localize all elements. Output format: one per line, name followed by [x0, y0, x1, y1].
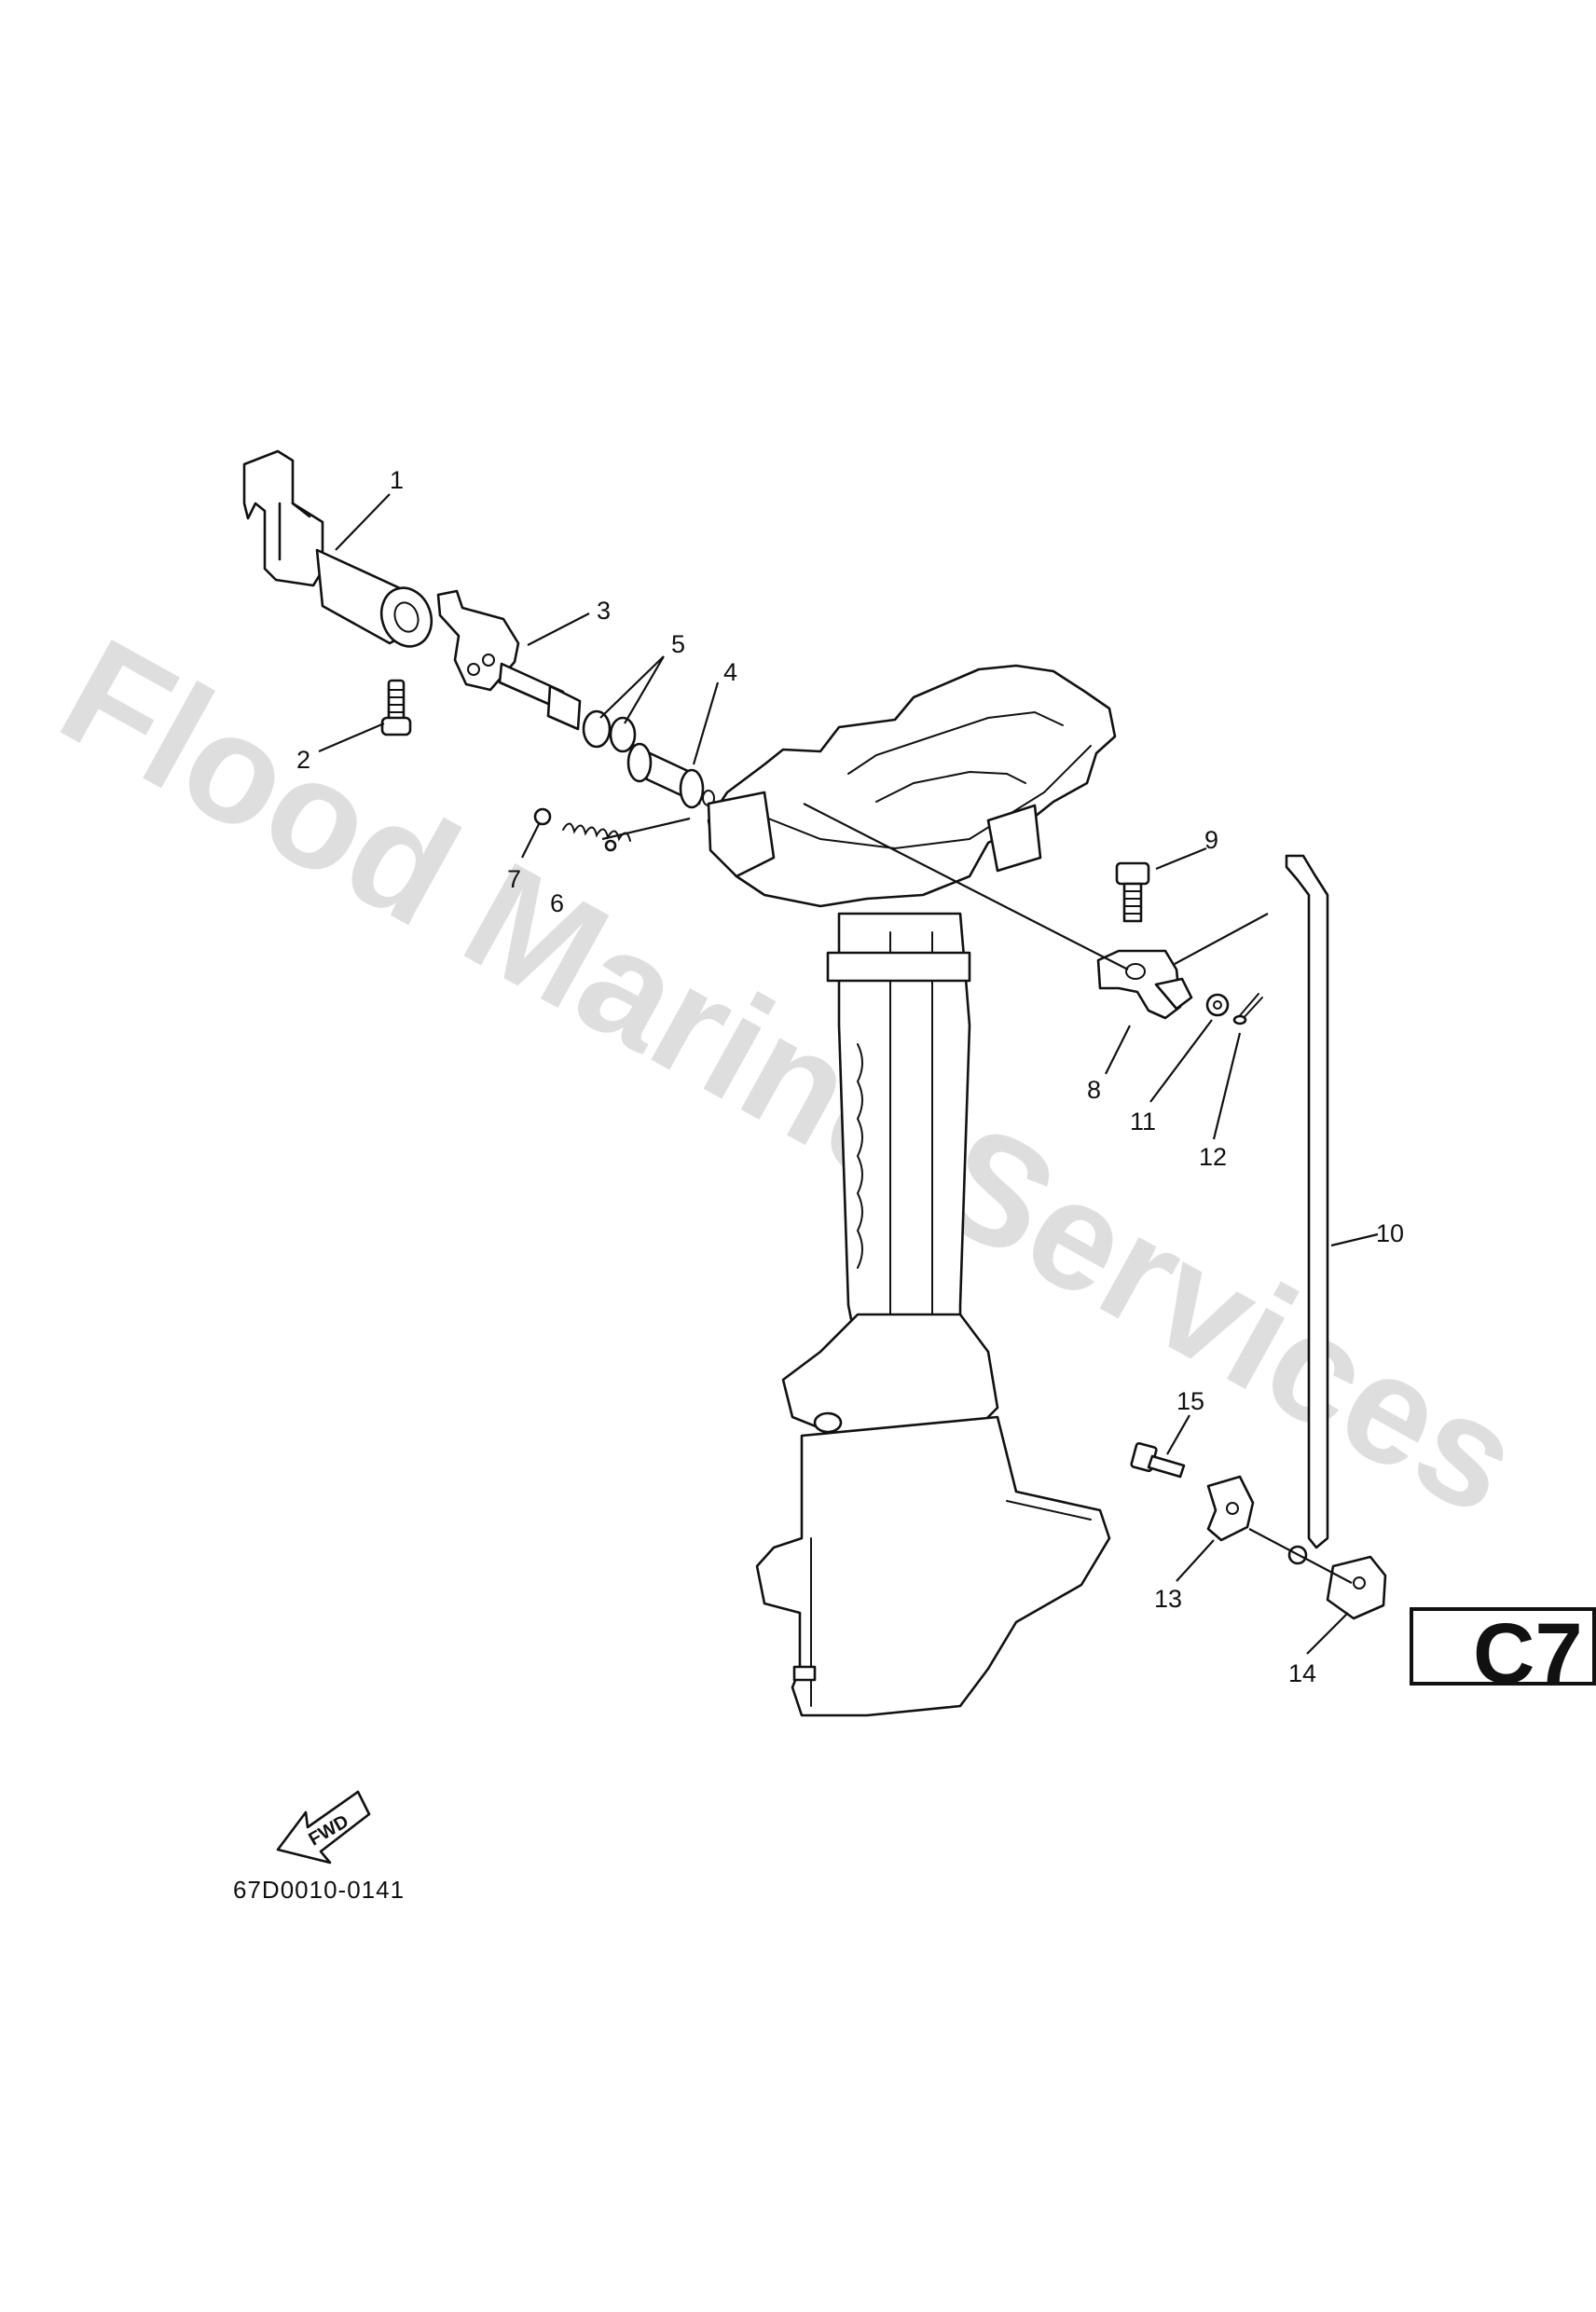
page-id: C7 — [1473, 1606, 1583, 1701]
callout-11: 11 — [1130, 1108, 1156, 1135]
page-id-box: C7 — [1410, 1606, 1596, 1701]
part-3-shift-rod — [436, 589, 582, 731]
part-7-ball — [533, 807, 552, 826]
callout-12: 12 — [1199, 1143, 1227, 1171]
callout-numbers: 1 2 3 5 4 7 6 9 8 11 12 10 15 13 14 — [296, 466, 1404, 1687]
drive-shaft-housing — [707, 664, 1117, 1717]
part-15-bolt — [1130, 1441, 1186, 1479]
figure-code: 67D0010-0141 — [233, 1876, 406, 1904]
part-11-washer — [1205, 993, 1230, 1017]
callout-2: 2 — [296, 746, 310, 774]
callout-9: 9 — [1204, 826, 1218, 854]
callout-15: 15 — [1176, 1387, 1204, 1415]
part-10-rod — [1285, 854, 1329, 1565]
callout-13: 13 — [1154, 1585, 1182, 1613]
callout-8: 8 — [1087, 1076, 1101, 1104]
part-12-cotter-pin — [1232, 993, 1263, 1025]
callout-3: 3 — [597, 597, 611, 625]
part-1-shift-lever — [242, 449, 433, 648]
callout-6: 6 — [550, 889, 564, 917]
part-9-bolt — [1115, 861, 1150, 923]
callout-10: 10 — [1376, 1219, 1404, 1247]
leader-lines — [318, 493, 1379, 1655]
part-6-spring — [562, 822, 631, 852]
fwd-arrow-icon: FWD — [276, 1790, 371, 1865]
part-5-o-rings — [582, 709, 637, 753]
callout-1: 1 — [390, 466, 404, 494]
part-13-clamp — [1206, 1475, 1255, 1542]
callout-4: 4 — [723, 658, 737, 686]
part-8-bracket — [1096, 949, 1193, 1020]
callout-5: 5 — [671, 630, 685, 658]
part-2-screw — [380, 679, 412, 736]
callout-7: 7 — [507, 865, 521, 893]
callout-14: 14 — [1288, 1659, 1316, 1687]
part-14-clamp — [1326, 1555, 1387, 1620]
part-4-bushing — [626, 742, 715, 809]
